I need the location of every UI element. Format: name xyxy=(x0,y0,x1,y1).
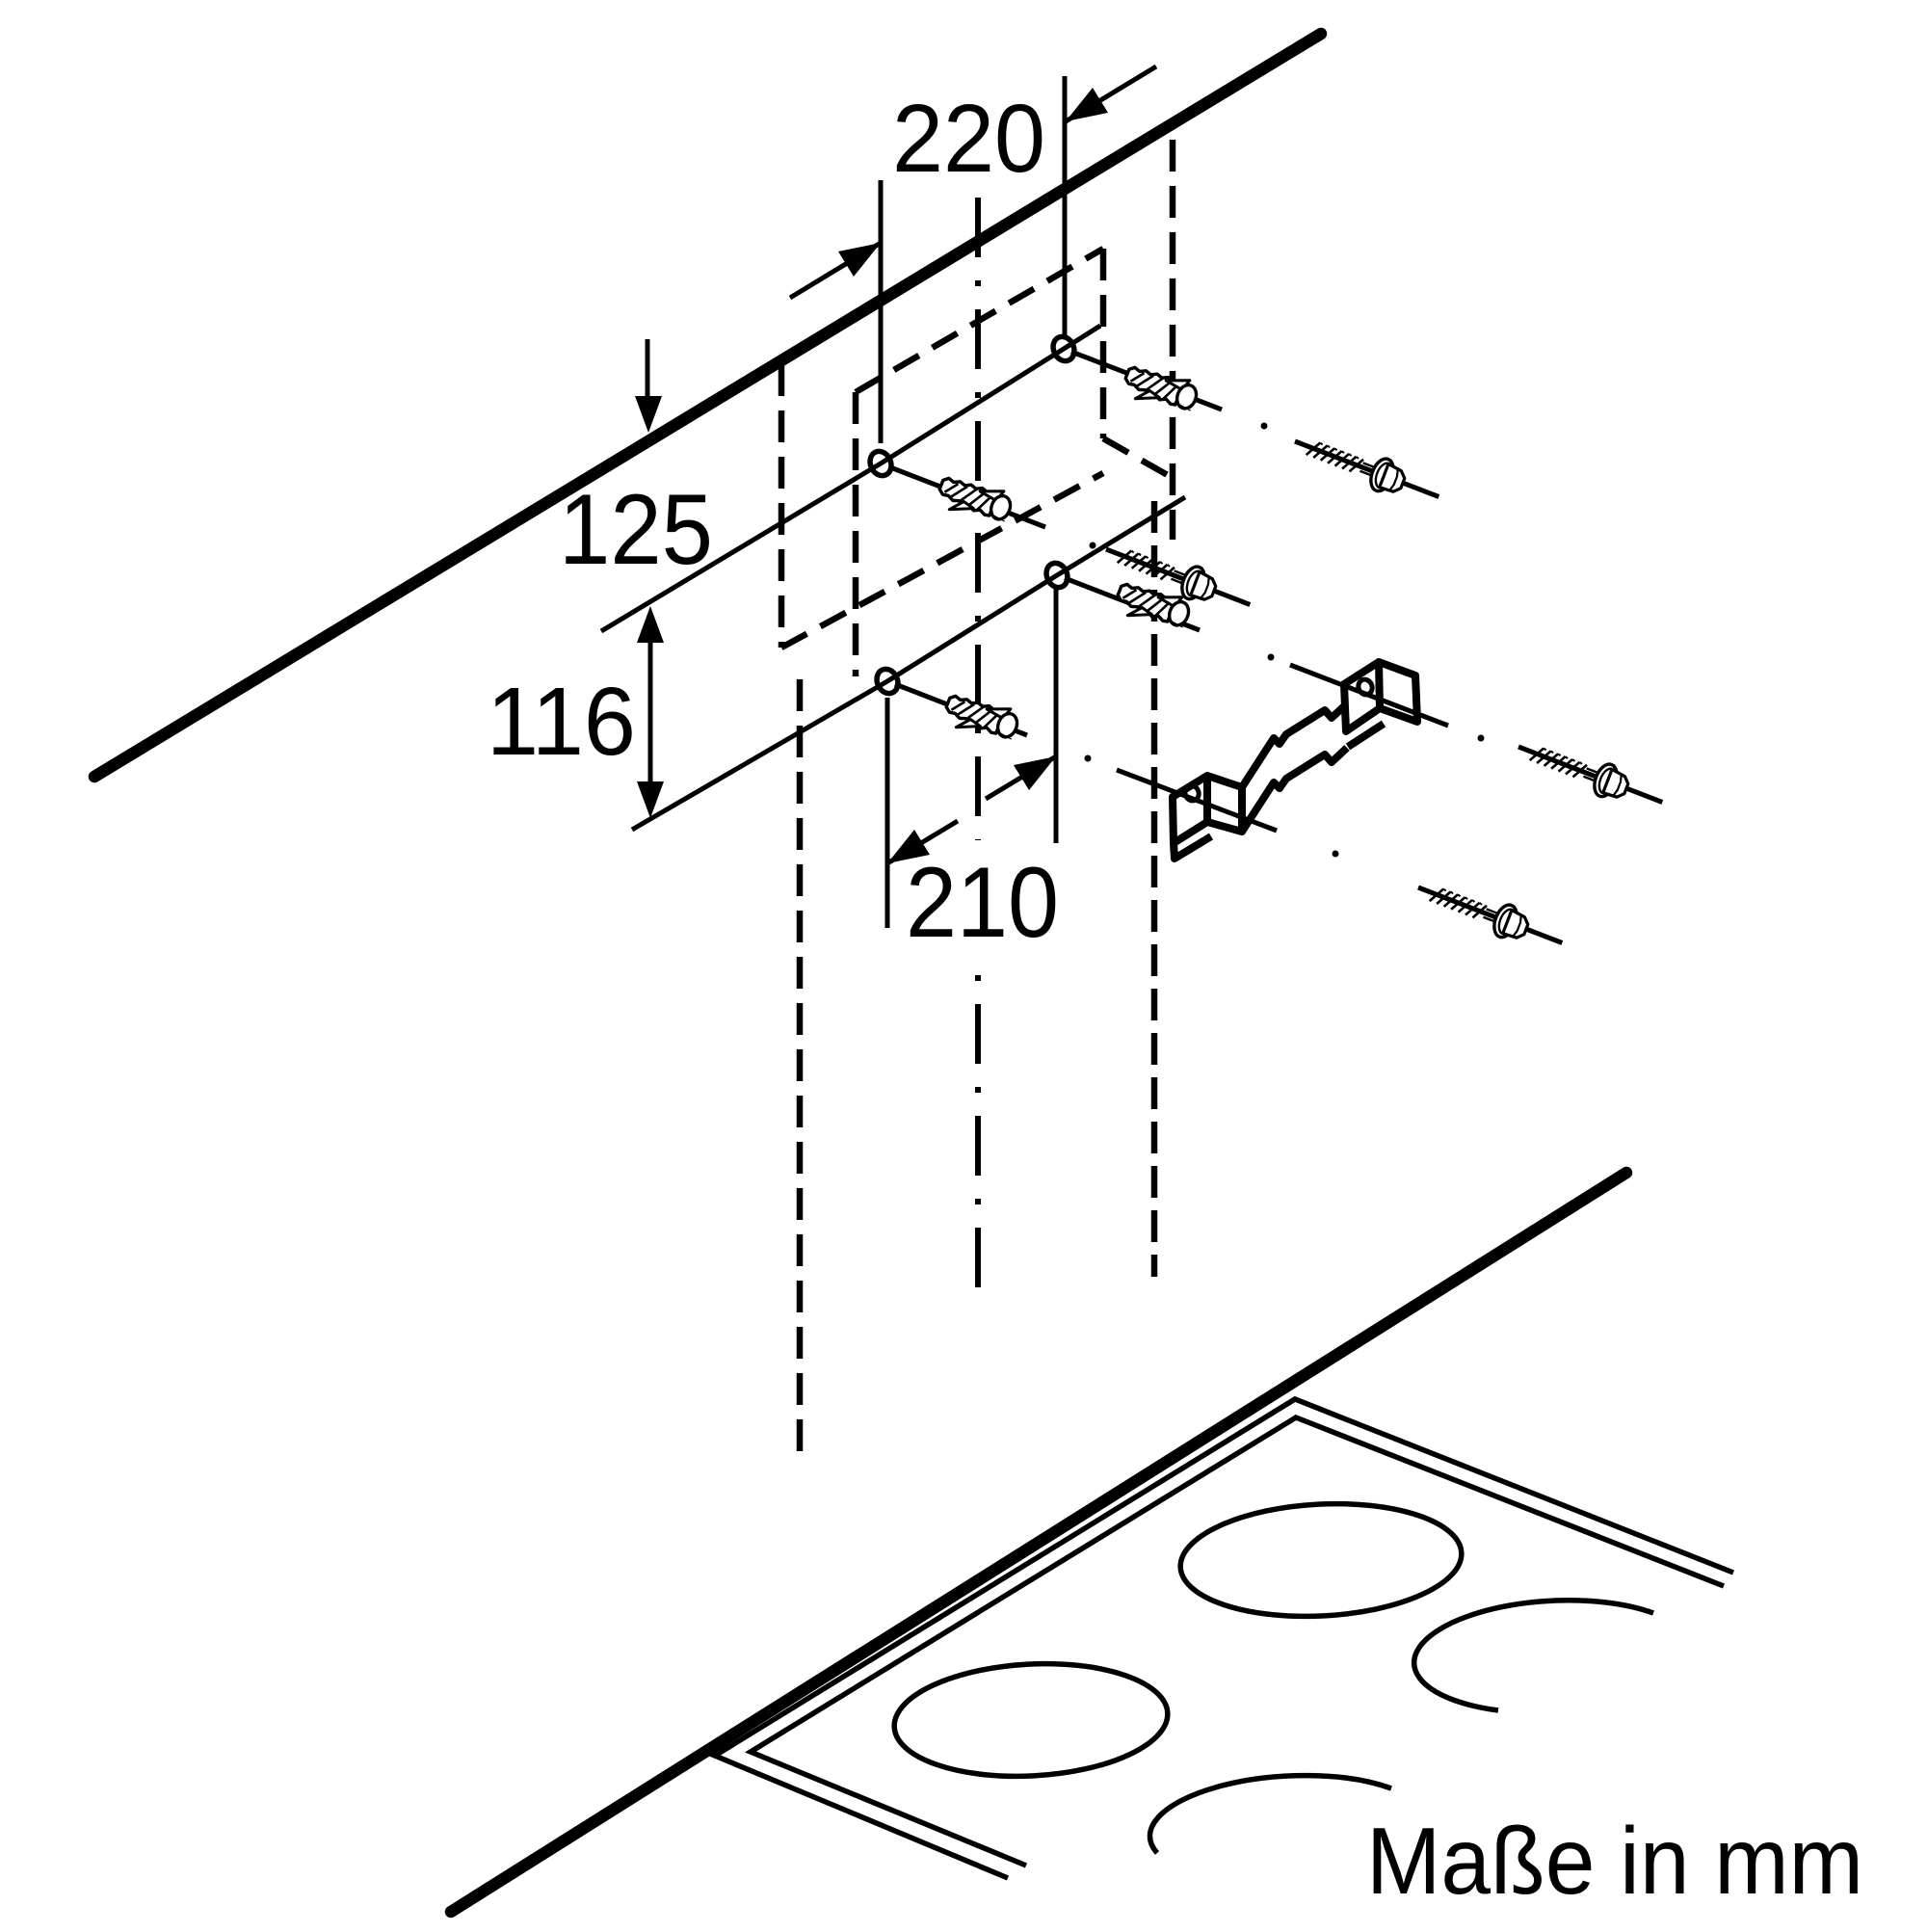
svg-text:116: 116 xyxy=(487,668,636,776)
svg-text:Maße in mm: Maße in mm xyxy=(1366,1808,1863,1914)
svg-text:210: 210 xyxy=(906,847,1059,959)
svg-text:220: 220 xyxy=(892,85,1045,193)
svg-text:125: 125 xyxy=(559,474,713,586)
